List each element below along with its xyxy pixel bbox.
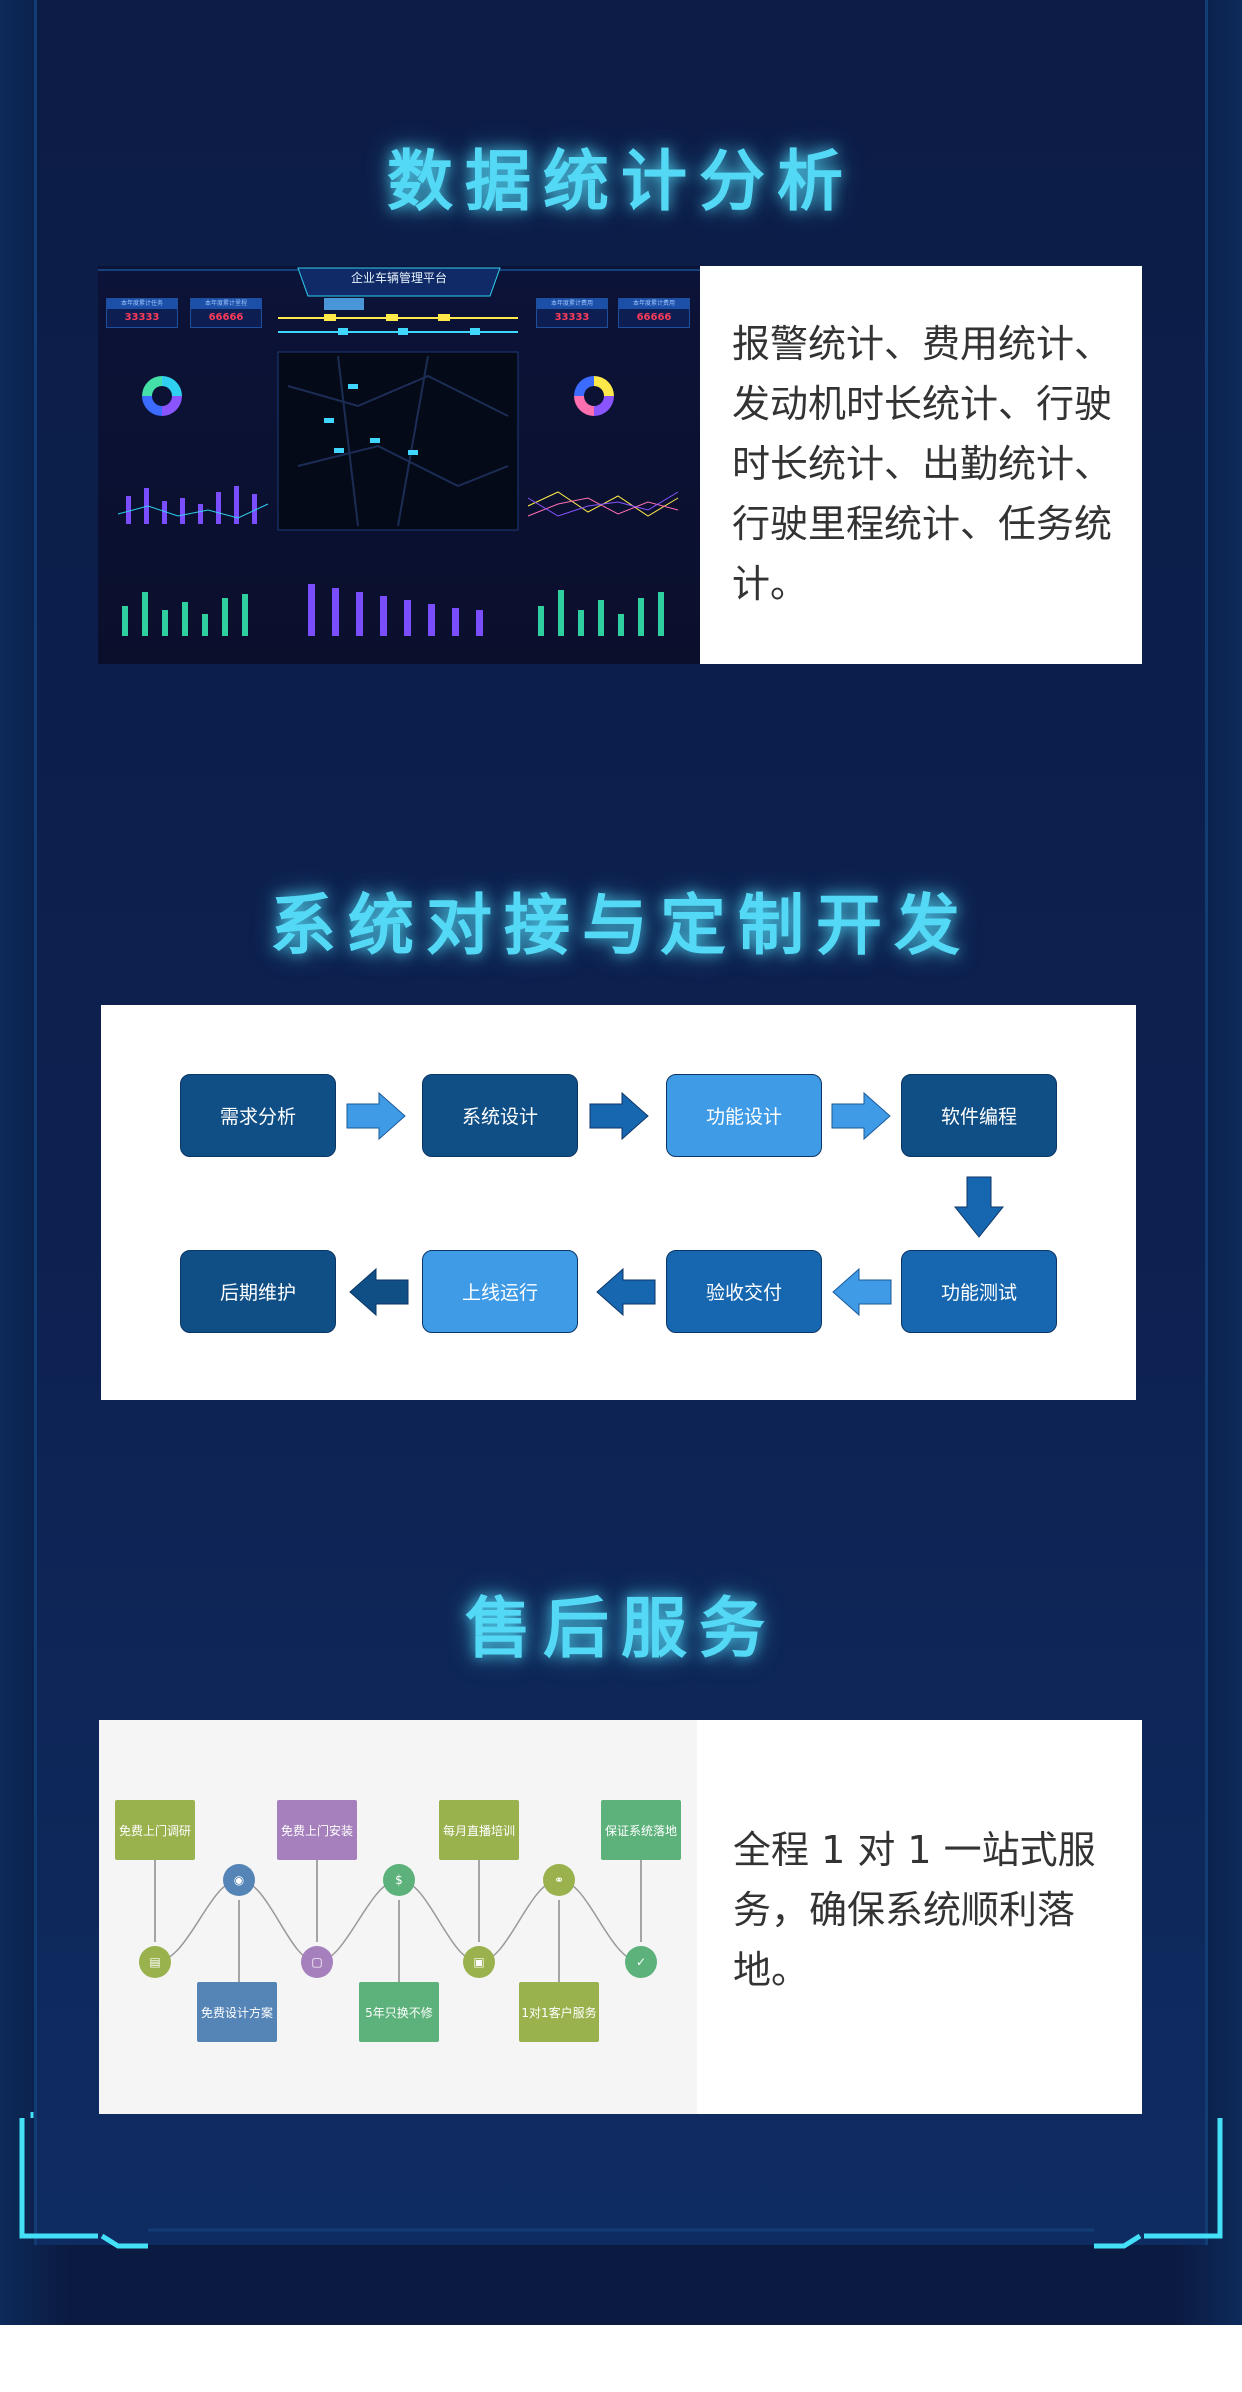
flow-step: 功能测试 [901,1250,1057,1333]
flow-step: 需求分析 [180,1074,336,1157]
section-title-integration: 系统对接与定制开发 [270,887,972,964]
service-item: 免费设计方案 [197,1982,277,2042]
user-icon: ◉ [223,1864,255,1896]
arrow-right-icon [346,1091,406,1141]
service-diagram: 免费上门调研 免费上门安装 每月直播培训 保证系统落地 免费设计方案 5年只换不… [99,1720,697,2114]
thumbs-up-icon: ✓ [625,1946,657,1978]
kpi-label: 本年度累计费用 [619,299,689,309]
section-title-service: 售后服务 [465,1590,777,1667]
page-background: 数据统计分析 报警统计、费用统计、发动机时长统计、行驶时长统计、出勤统计、行驶里… [0,0,1242,2325]
kpi-card: 本年度累计费用 66666 [618,298,690,328]
service-item: 保证系统落地 [601,1800,681,1860]
service-item: 每月直播培训 [439,1800,519,1860]
service-wave [154,1842,642,1982]
kpi-card: 本年度累计任务 33333 [106,298,178,328]
flow-step: 后期维护 [180,1250,336,1333]
service-description: 全程 1 对 1 一站式服务，确保系统顺利落地。 [733,1828,1096,1992]
flow-step: 软件编程 [901,1074,1057,1157]
arrow-down-icon [953,1176,1005,1238]
service-item: 1对1客户服务 [519,1982,599,2042]
flow-step: 系统设计 [422,1074,578,1157]
kpi-value: 33333 [124,312,160,323]
service-card: 免费上门调研 免费上门安装 每月直播培训 保证系统落地 免费设计方案 5年只换不… [99,1720,1142,2114]
arrow-right-icon [589,1091,649,1141]
service-item: 免费上门安装 [277,1800,357,1860]
kpi-value: 66666 [208,312,244,323]
document-icon: ▤ [139,1946,171,1978]
kpi-label: 本年度累计里程 [191,299,261,309]
arrow-right-icon [831,1091,891,1141]
flow-step: 上线运行 [422,1250,578,1333]
service-item: 5年只换不修 [359,1982,439,2042]
kpi-value: 33333 [554,312,590,323]
kpi-label: 本年度累计任务 [107,299,177,309]
arrow-left-icon [596,1267,656,1317]
kpi-card: 本年度累计费用 33333 [536,298,608,328]
monitor-icon: ▣ [463,1946,495,1978]
arrow-left-icon [832,1267,892,1317]
handshake-icon: ⚭ [543,1864,575,1896]
flow-arrows [346,1091,1005,1317]
service-item: 免费上门调研 [115,1800,195,1860]
coin-icon: $ [383,1864,415,1896]
dashboard-graphics [98,267,700,636]
toolbox-icon: ▢ [301,1946,333,1978]
kpi-value: 66666 [636,312,672,323]
dashboard-title: 企业车辆管理平台 [350,271,447,285]
kpi-label: 本年度累计费用 [537,299,607,309]
flow-step: 功能设计 [666,1074,822,1157]
dashboard-screenshot: 企业车辆管理平台 本年度累计任务 33333 本年度累计里程 66666 本年度… [98,266,700,664]
section-title-stats: 数据统计分析 [387,143,855,220]
flow-card: 需求分析 系统设计 功能设计 软件编程 功能测试 验收交付 上线运行 后期维护 [101,1005,1136,1400]
stats-description: 报警统计、费用统计、发动机时长统计、行驶时长统计、出勤统计、行驶里程统计、任务统… [732,322,1113,606]
kpi-card: 本年度累计里程 66666 [190,298,262,328]
flow-step: 验收交付 [666,1250,822,1333]
arrow-left-icon [349,1267,409,1317]
